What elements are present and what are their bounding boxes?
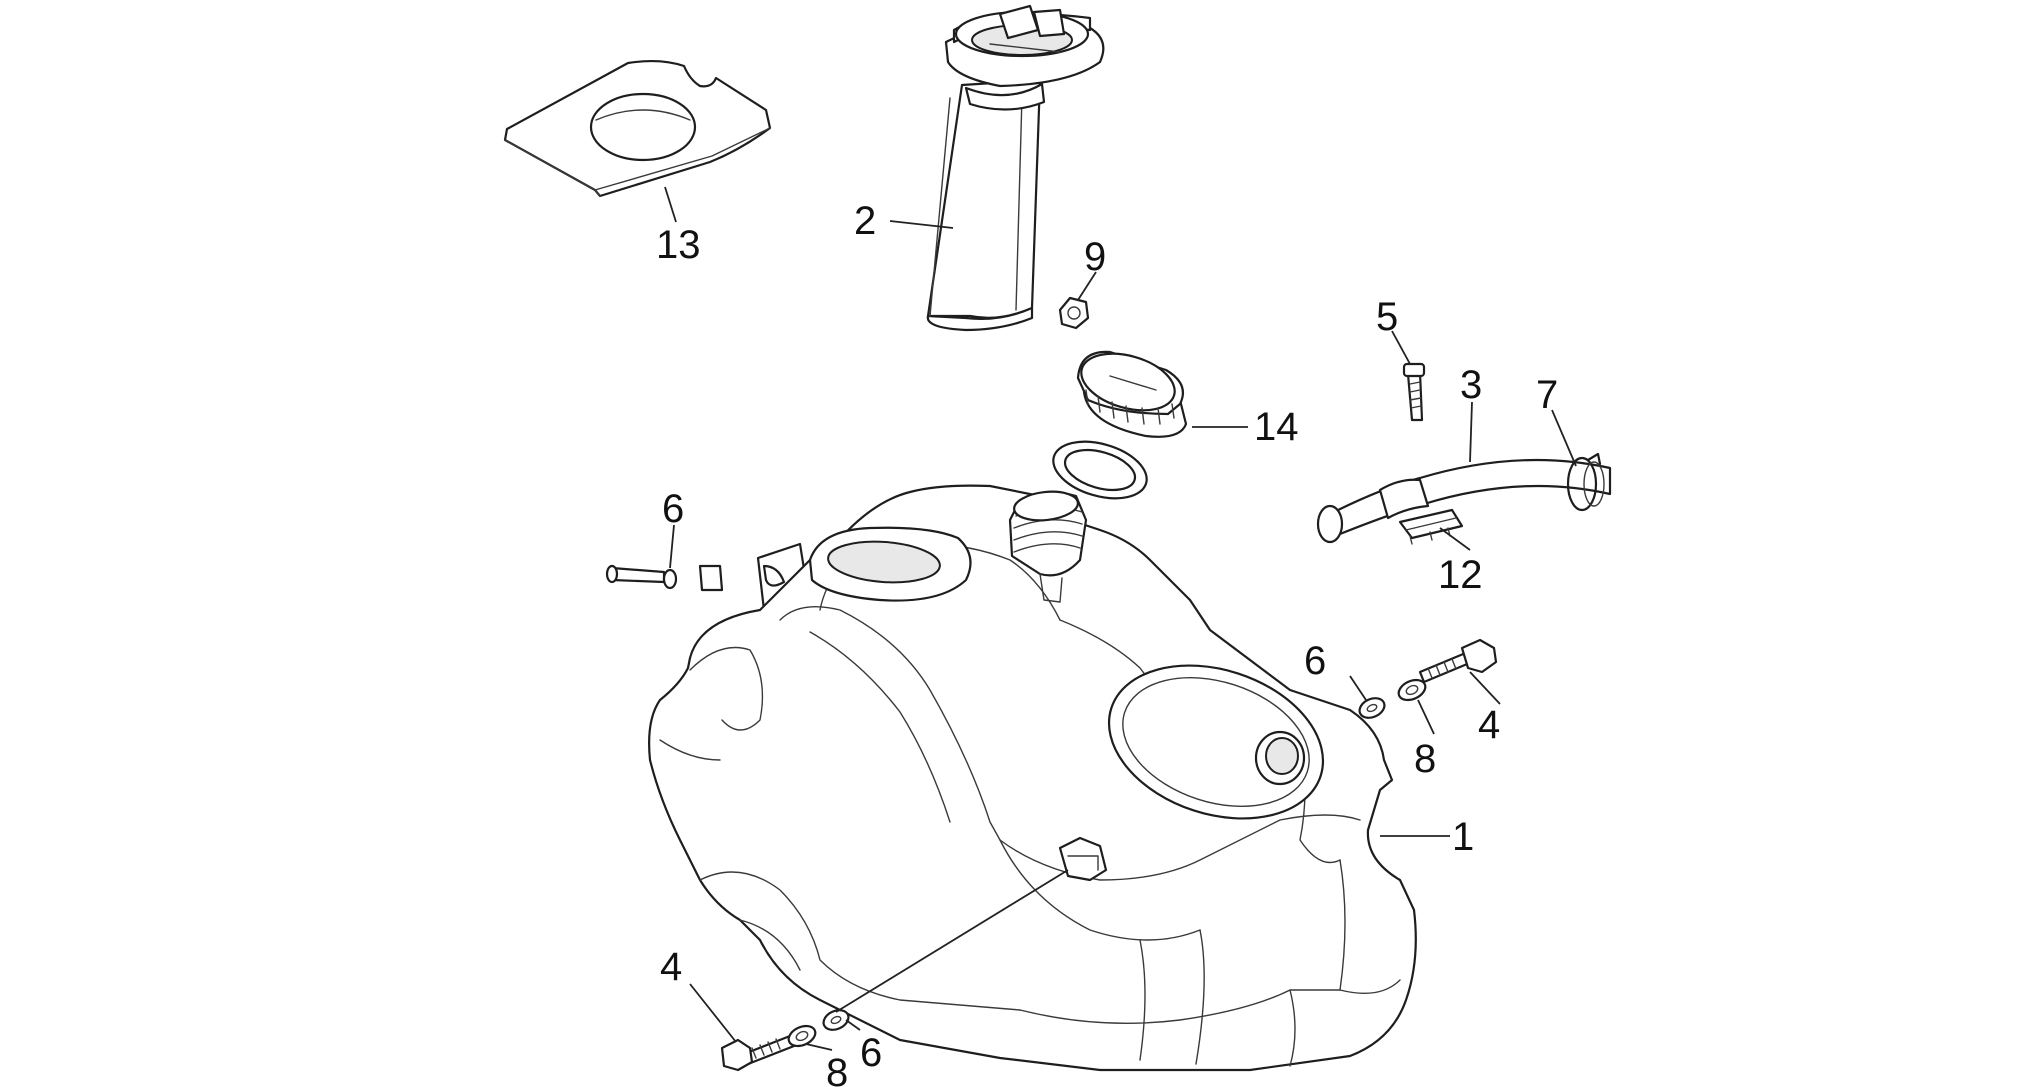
callout-12: 12 bbox=[1438, 553, 1483, 597]
part-13-pad[interactable] bbox=[503, 59, 772, 198]
leader-9 bbox=[1077, 271, 1097, 301]
leader-4b bbox=[689, 983, 737, 1043]
callout-9: 9 bbox=[1084, 235, 1106, 279]
part-5-screw[interactable] bbox=[1402, 362, 1426, 422]
callout-6-left: 6 bbox=[662, 487, 684, 531]
callout-4-bottom: 4 bbox=[660, 945, 682, 989]
leader-3 bbox=[1469, 401, 1473, 463]
callout-7: 7 bbox=[1536, 373, 1558, 417]
right-mount-hardware[interactable] bbox=[1356, 638, 1498, 722]
callout-1: 1 bbox=[1452, 815, 1474, 859]
callout-8-right: 8 bbox=[1414, 737, 1436, 781]
leader-6a bbox=[669, 524, 675, 569]
part-3-hose[interactable] bbox=[1316, 458, 1612, 544]
part-7-hose-clamp[interactable] bbox=[1566, 452, 1605, 512]
leader-6b bbox=[1349, 675, 1367, 701]
callout-6-bottom: 6 bbox=[860, 1031, 882, 1075]
leader-6c bbox=[845, 1019, 861, 1031]
bottom-mount-hardware[interactable] bbox=[720, 1006, 852, 1072]
callout-3: 3 bbox=[1460, 363, 1482, 407]
leader-8a bbox=[1417, 699, 1435, 735]
part-2-fuel-gauge-sender[interactable] bbox=[926, 4, 1105, 332]
leader-4a bbox=[1469, 671, 1501, 705]
part-1-fuel-tank[interactable] bbox=[648, 484, 1417, 1072]
leader-12 bbox=[1439, 527, 1471, 551]
callout-5: 5 bbox=[1376, 295, 1398, 339]
leader-7 bbox=[1551, 409, 1577, 467]
callout-4-right: 4 bbox=[1478, 703, 1500, 747]
leader-2 bbox=[889, 220, 954, 229]
leader-drain bbox=[835, 869, 1069, 1013]
part-9-nut[interactable] bbox=[1058, 296, 1090, 330]
callout-2: 2 bbox=[854, 199, 876, 243]
leader-8b bbox=[805, 1043, 833, 1051]
callout-14: 14 bbox=[1254, 405, 1299, 449]
leader-13 bbox=[664, 186, 677, 223]
callout-8-bottom: 8 bbox=[826, 1051, 848, 1087]
callout-6-right: 6 bbox=[1304, 639, 1326, 683]
fuel-cap-gasket[interactable] bbox=[1047, 432, 1154, 508]
leader-5 bbox=[1391, 330, 1411, 365]
callout-13: 13 bbox=[656, 223, 701, 267]
part-14-fuel-cap[interactable] bbox=[1075, 344, 1188, 438]
part-12-bracket[interactable] bbox=[1398, 508, 1464, 545]
